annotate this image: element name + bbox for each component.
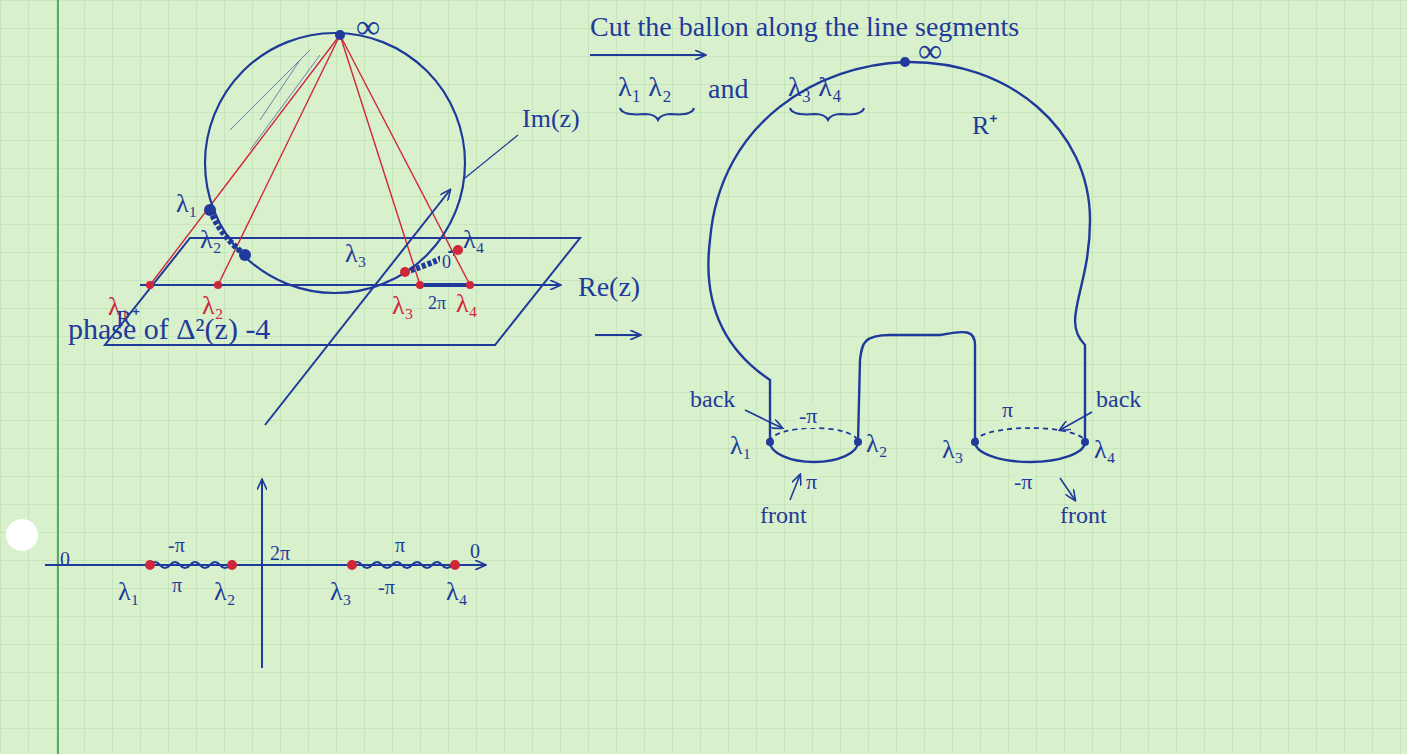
value-label: -π	[378, 576, 395, 598]
real-axis	[45, 564, 485, 566]
axis-label: Im(z)	[522, 105, 580, 134]
cut-segment	[405, 250, 458, 272]
branch-cut	[352, 562, 452, 568]
note: and	[708, 74, 748, 105]
arrow	[1060, 478, 1075, 500]
note: λ₁ λ₂	[618, 72, 672, 103]
point-label: λ₃	[345, 240, 367, 269]
value-label: π	[395, 534, 405, 556]
underbrace	[790, 108, 864, 120]
value-label: 2π	[270, 542, 290, 564]
region-label: R⁺	[972, 112, 998, 141]
point-label: λ₂	[214, 578, 236, 607]
margin-line	[57, 0, 59, 754]
leader-line	[465, 135, 518, 178]
value-label: 0	[470, 540, 480, 562]
side-label: front	[760, 502, 807, 528]
note: λ₃ λ₄	[788, 72, 842, 103]
point-label: λ₃	[330, 578, 352, 607]
note: phase of Δ²(z) -4	[68, 312, 270, 345]
projection-lines	[150, 35, 470, 285]
phase-value: π	[1000, 398, 1015, 422]
point-label: λ₂	[200, 226, 222, 255]
back-rim	[975, 428, 1085, 442]
infinity-point	[900, 57, 910, 67]
point-label: λ₄	[463, 226, 485, 255]
point-label: λ₄	[446, 578, 468, 607]
point-label: λ₃	[392, 292, 414, 321]
point-label: λ₁	[730, 432, 752, 461]
point-label: λ₁	[118, 578, 140, 607]
arrow	[590, 54, 705, 56]
arrow	[790, 475, 800, 500]
back-rim	[770, 428, 858, 442]
side-label: front	[1060, 502, 1107, 528]
point-label: λ₄	[1094, 436, 1116, 465]
point-label: λ₁	[176, 190, 198, 219]
phase-value: -π	[797, 404, 819, 428]
infinity-point	[335, 30, 345, 40]
phase-value: -π	[1012, 470, 1034, 494]
point-label: λ₂	[866, 430, 888, 459]
axis-label: Re(z)	[578, 272, 640, 303]
phase-value: π	[804, 470, 819, 494]
value-label: 2π	[426, 294, 448, 314]
side-label: back	[1096, 386, 1141, 412]
underbrace	[620, 108, 694, 120]
real-axis	[140, 284, 560, 286]
imag-axis	[265, 190, 450, 425]
cut-balloon	[708, 62, 1090, 442]
value-label: 0	[60, 548, 70, 570]
axis-segment	[420, 283, 470, 287]
punch-hole	[6, 519, 38, 551]
hatching	[230, 50, 320, 150]
point-label: λ₄	[456, 290, 478, 319]
front-rim	[770, 442, 858, 462]
point-label: ∞	[918, 32, 942, 69]
side-label: back	[690, 386, 735, 412]
front-rim	[975, 442, 1085, 462]
arrow	[745, 410, 782, 428]
value-label: -π	[168, 534, 185, 556]
branch-cut	[150, 562, 230, 568]
arrow	[1060, 412, 1092, 430]
point-label: λ₃	[942, 436, 964, 465]
value-label: π	[172, 574, 182, 596]
arrow	[595, 334, 640, 336]
point-label: ∞	[356, 8, 380, 45]
value-label: 0	[440, 253, 453, 273]
imag-axis	[261, 480, 263, 668]
riemann-sphere	[205, 33, 465, 293]
note: Cut the ballon along the line segments	[590, 12, 1019, 43]
